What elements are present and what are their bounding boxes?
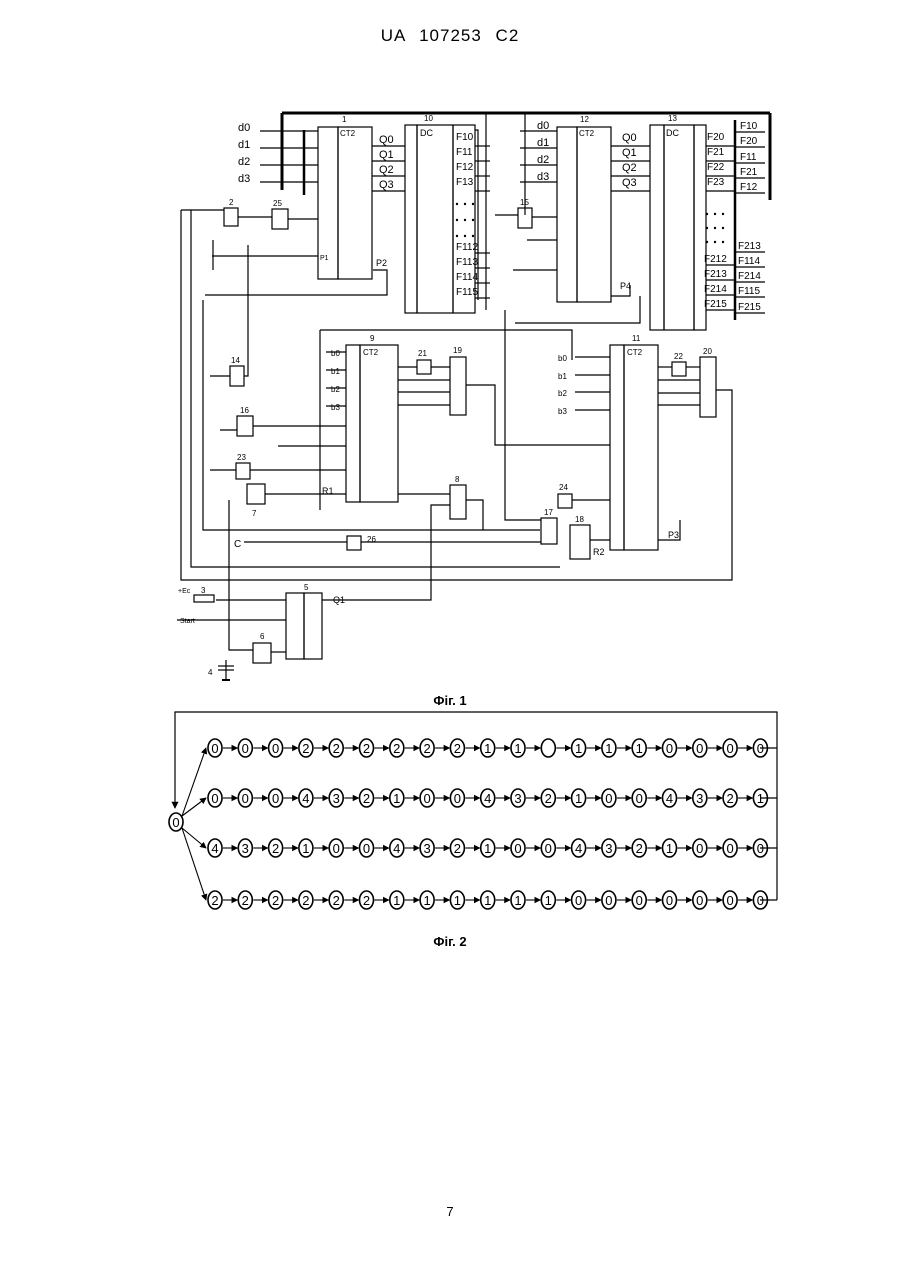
state-value: 3 [605,841,612,856]
state-value: 1 [484,741,491,756]
branch-arrow [182,748,206,816]
state-value: 0 [514,841,521,856]
state-value: 2 [454,741,461,756]
state-value: 2 [333,741,340,756]
state-value: 1 [484,841,491,856]
state-value: 3 [242,841,249,856]
root-state-label: 0 [172,815,179,830]
state-value: 1 [575,741,582,756]
branch-arrow [182,828,206,900]
state-value: 2 [302,893,309,908]
state-value: 0 [757,893,764,908]
state-value: 0 [333,841,340,856]
state-value: 0 [423,791,430,806]
state-value: 1 [302,841,309,856]
state-value: 0 [211,741,218,756]
state-value: 0 [242,741,249,756]
state-value: 0 [757,841,764,856]
state-value: 0 [272,741,279,756]
state-value: 0 [272,791,279,806]
state-value: 4 [393,841,400,856]
state-value: 1 [393,791,400,806]
state-value: 3 [333,791,340,806]
state-value: 4 [211,841,218,856]
state-value: 2 [393,741,400,756]
state-value: 0 [666,741,673,756]
state-value: 0 [211,791,218,806]
state-value: 2 [242,893,249,908]
state-value: 1 [605,741,612,756]
figure-2-caption: Фіг. 2 [0,934,900,949]
state-value: 0 [696,741,703,756]
state-value: 0 [605,791,612,806]
state-value: 0 [726,893,733,908]
state-value: 1 [454,893,461,908]
state-value: 1 [514,893,521,908]
state-value: 2 [363,893,370,908]
state-value: 4 [484,791,491,806]
state-value: 0 [726,741,733,756]
state-value: 0 [454,791,461,806]
state-value: 2 [363,791,370,806]
state-value: 0 [666,893,673,908]
state-value: 2 [423,741,430,756]
state-value: 1 [575,791,582,806]
state-value: 1 [514,741,521,756]
state-value: 1 [636,741,643,756]
state-value: 1 [423,893,430,908]
state-value: 3 [423,841,430,856]
state-value: 1 [666,841,673,856]
state-value: 2 [272,893,279,908]
state-value: 2 [454,841,461,856]
state-value: 0 [696,893,703,908]
state-value: 3 [514,791,521,806]
state-value: 0 [363,841,370,856]
state-value: 0 [545,841,552,856]
state-value: 0 [757,741,764,756]
state-value: 1 [484,893,491,908]
state-value: 2 [272,841,279,856]
state-value: 2 [302,741,309,756]
page-number: 7 [0,1204,900,1219]
state-value: 0 [696,841,703,856]
state-value: 0 [605,893,612,908]
state-value: 1 [545,893,552,908]
state-value: 1 [757,791,764,806]
state-value: 0 [636,791,643,806]
state-value: 4 [575,841,582,856]
state-value: 0 [242,791,249,806]
state-value: 1 [393,893,400,908]
state-value: 2 [333,893,340,908]
state-value: 3 [696,791,703,806]
state-value: 2 [545,791,552,806]
state-value: 2 [363,741,370,756]
state-value: 2 [636,841,643,856]
state-value: 0 [575,893,582,908]
state-value: 2 [211,893,218,908]
state-value: 0 [636,893,643,908]
state-node [541,739,555,757]
state-value: 4 [666,791,673,806]
state-value: 2 [726,791,733,806]
state-value: 4 [302,791,309,806]
state-value: 0 [726,841,733,856]
